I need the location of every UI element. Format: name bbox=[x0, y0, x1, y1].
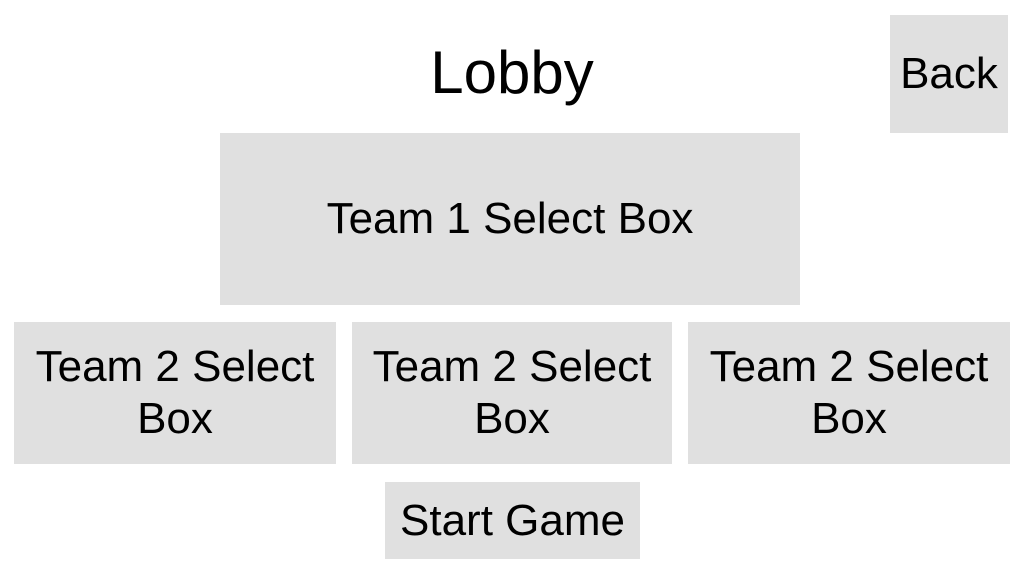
back-button[interactable]: Back bbox=[890, 15, 1008, 133]
page-title: Lobby bbox=[430, 39, 594, 106]
team2-select-box-2[interactable]: Team 2 Select Box bbox=[352, 322, 672, 464]
start-game-button[interactable]: Start Game bbox=[385, 482, 640, 559]
team2-select-box-3[interactable]: Team 2 Select Box bbox=[688, 322, 1010, 464]
team1-select-box[interactable]: Team 1 Select Box bbox=[220, 133, 800, 305]
team2-select-box-1[interactable]: Team 2 Select Box bbox=[14, 322, 336, 464]
